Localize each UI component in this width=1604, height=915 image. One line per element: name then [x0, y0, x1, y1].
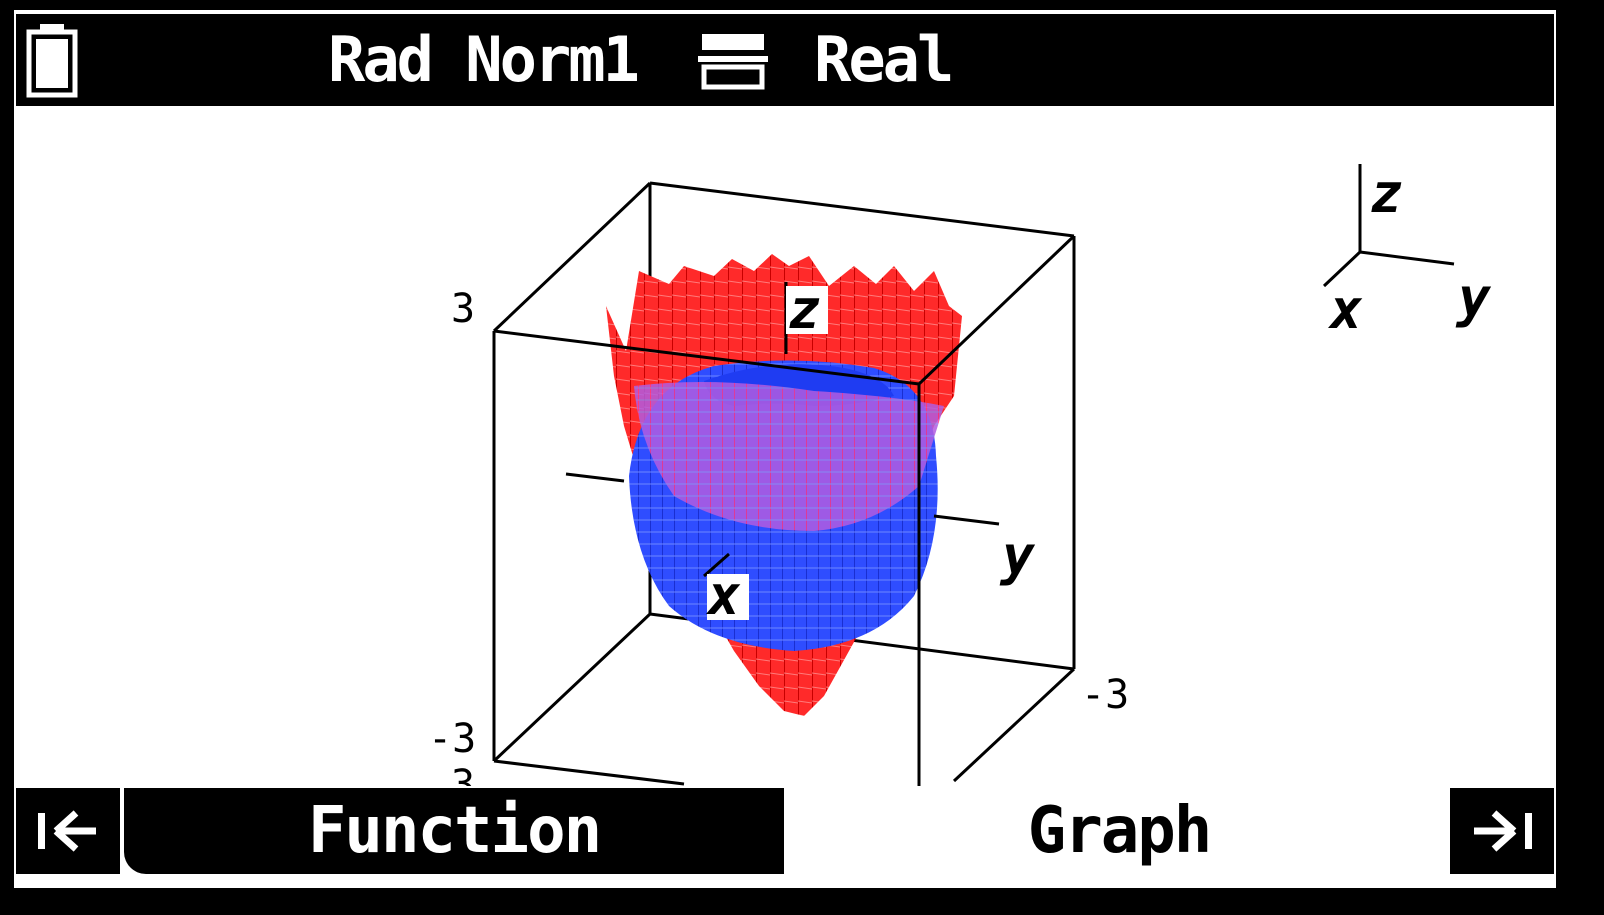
- graph-3d-area[interactable]: z y x 3 -3 -3 3 z y x: [14, 106, 1556, 786]
- fraction-format-icon: [698, 34, 768, 90]
- battery-icon: [26, 24, 78, 98]
- z-max-tick: 3: [451, 286, 475, 332]
- x-axis-label: x: [706, 564, 741, 627]
- calculator-screen: Rad Norm1 Real: [14, 10, 1556, 888]
- next-tab-button[interactable]: [1450, 788, 1554, 874]
- y-min-tick: -3: [1081, 672, 1129, 718]
- orientation-y-label: y: [1455, 266, 1492, 329]
- surface-sphere: [629, 360, 944, 651]
- z-axis-label: z: [788, 278, 821, 341]
- z-min-tick: -3: [428, 716, 476, 762]
- previous-tab-button[interactable]: [16, 788, 120, 874]
- tab-function[interactable]: Function: [124, 788, 784, 874]
- z-label-bg: [786, 286, 828, 334]
- tab-graph[interactable]: Graph: [794, 788, 1444, 874]
- y-axis-label: y: [999, 524, 1036, 587]
- arrow-left-bar-icon: [38, 810, 96, 852]
- status-bar: Rad Norm1 Real: [16, 14, 1554, 106]
- tab-bar: Function Graph: [14, 786, 1556, 888]
- orientation-indicator: z y x: [1322, 162, 1492, 341]
- angle-display-mode: Rad Norm1: [328, 23, 640, 96]
- partial-tick: 3: [451, 762, 475, 786]
- x-label-bg: [707, 574, 749, 620]
- complex-mode: Real: [814, 23, 954, 96]
- arrow-right-bar-icon: [1474, 810, 1532, 852]
- orientation-x-label: x: [1328, 278, 1363, 341]
- bounding-box-front: [492, 234, 1076, 786]
- orientation-z-label: z: [1370, 162, 1403, 225]
